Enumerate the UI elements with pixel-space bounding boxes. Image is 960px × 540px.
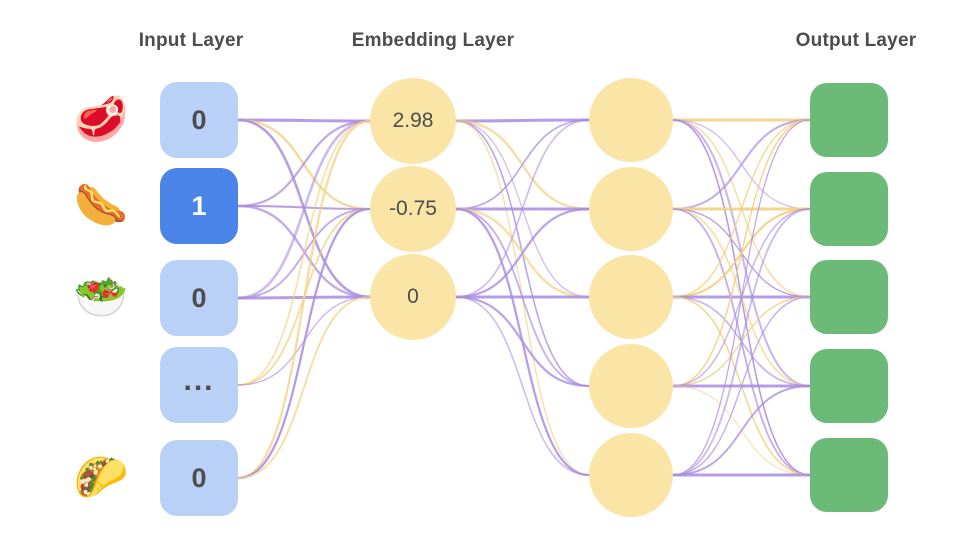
steak-plate-icon: 🥩 bbox=[73, 95, 129, 144]
output-node-1[interactable] bbox=[810, 83, 888, 157]
hidden-node-1[interactable] bbox=[589, 78, 673, 162]
hidden-node-3[interactable] bbox=[589, 255, 673, 339]
input-value-box-1[interactable]: 0 bbox=[160, 82, 238, 158]
output-node-5[interactable] bbox=[810, 438, 888, 512]
hot-dog-icon: 🌭 bbox=[73, 181, 129, 230]
embedding-node-2[interactable]: -0.75 bbox=[370, 166, 456, 252]
taco-icon: 🌮 bbox=[73, 453, 129, 502]
title-embedding-layer: Embedding Layer bbox=[351, 30, 515, 51]
input-value-box-2[interactable]: 1 bbox=[160, 168, 238, 244]
hidden-node-5[interactable] bbox=[589, 433, 673, 517]
salad-bowl-icon: 🥗 bbox=[73, 273, 129, 322]
embedding-node-1[interactable]: 2.98 bbox=[370, 78, 456, 164]
input-value-box-4[interactable]: ... bbox=[160, 347, 238, 423]
output-node-2[interactable] bbox=[810, 172, 888, 246]
input-value-box-3[interactable]: 0 bbox=[160, 260, 238, 336]
hidden-node-4[interactable] bbox=[589, 344, 673, 428]
output-node-4[interactable] bbox=[810, 349, 888, 423]
embedding-node-3[interactable]: 0 bbox=[370, 254, 456, 340]
input-value-box-5[interactable]: 0 bbox=[160, 440, 238, 516]
title-input-layer: Input Layer bbox=[138, 30, 244, 51]
output-node-3[interactable] bbox=[810, 260, 888, 334]
hidden-node-2[interactable] bbox=[589, 167, 673, 251]
title-output-layer: Output Layer bbox=[795, 30, 917, 51]
